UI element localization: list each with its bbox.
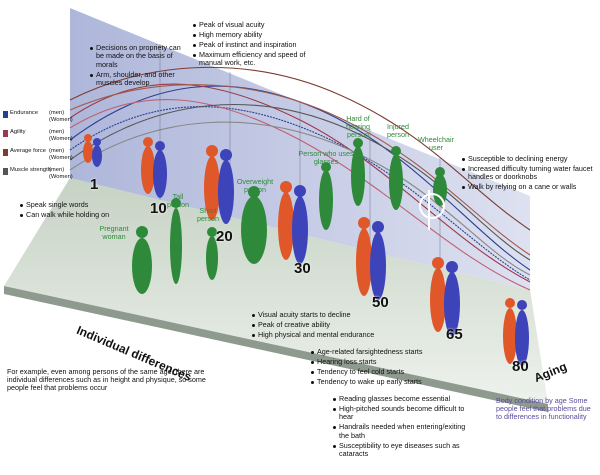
legend-men: (men) [49, 129, 65, 135]
note-item: High memory ability [193, 30, 313, 39]
legend-item-average-force: Average force (men)(Women) [3, 148, 75, 168]
figure-overweight-person [241, 196, 267, 264]
legend-men: (men) [49, 110, 65, 116]
floor-edge [4, 286, 548, 412]
people-figures [83, 134, 529, 366]
label-pregnant-woman: Pregnant woman [99, 224, 129, 241]
legend-men: (men) [49, 148, 65, 154]
figure-short-person [206, 236, 218, 280]
label-injured-person: Injured person [387, 122, 409, 139]
figure-age10 [141, 137, 167, 198]
note-item: Visual acuity starts to decline [252, 310, 382, 319]
footnote: For example, even among persons of the s… [7, 367, 206, 393]
note-item: Handrails needed when entering/exiting t… [333, 423, 473, 440]
note-item: Reading glasses become essential [333, 394, 473, 403]
figure-age65 [430, 257, 460, 336]
figure-pregnant-woman [132, 238, 152, 294]
legend-women: (Women) [49, 174, 73, 180]
note-item: Peak of visual acuity [193, 20, 313, 29]
note-item: High-pitched sounds become difficult to … [333, 404, 473, 422]
note-item: Arm, shoulder, and other muscles develop [90, 70, 188, 88]
legend-women: (Women) [49, 155, 73, 161]
figure-glasses-person [319, 170, 333, 230]
legend-swatch [3, 149, 8, 156]
note-item: Tendency to wake up early starts [311, 377, 441, 386]
legend-label: Average force [10, 148, 46, 154]
legend-label: Muscle strength [10, 167, 51, 173]
legend: Endurance (men)(Women) Agility (men)(Wom… [3, 110, 75, 180]
legend-swatch [3, 130, 8, 137]
age-label-50: 50 [372, 294, 389, 311]
age-label-20: 20 [216, 228, 233, 245]
legend-sex: (men)(Women) [49, 167, 73, 181]
note-item: Increased difficulty turning water fauce… [462, 164, 596, 182]
label-glasses-person: Person who uses glasses [298, 149, 354, 166]
notes-age10: Decisions on propriety can be made on th… [90, 43, 188, 89]
individual-difference-figures [132, 138, 447, 294]
age-label-80: 80 [512, 358, 529, 375]
label-overweight-person: Overweight person [236, 177, 274, 194]
body-condition-note: Body condition by age Some people feel t… [496, 396, 591, 422]
notes-age65: Reading glasses become essential High-pi… [333, 394, 473, 460]
note-item: Walk by relying on a cane or walls [462, 182, 596, 191]
legend-label: Agility [10, 129, 26, 135]
note-item: Decisions on propriety can be made on th… [90, 43, 188, 69]
note-item: Susceptibility to eye diseases such as c… [333, 441, 473, 459]
wheelchair-icon [419, 193, 445, 219]
label-hearing-person: Hard of hearing person [346, 114, 370, 139]
figure-age20 [204, 145, 234, 224]
legend-sex: (men)(Women) [49, 110, 73, 124]
figure-wheelchair-user [433, 174, 447, 206]
note-item: Peak of creative ability [252, 320, 382, 329]
note-item: Hearing loss starts [311, 357, 441, 366]
notes-age50: Age-related farsightedness starts Hearin… [311, 347, 441, 388]
note-item: Tendency to feel cold starts [311, 367, 441, 376]
notes-age20: Peak of visual acuity High memory abilit… [193, 20, 313, 69]
legend-women: (Women) [49, 117, 73, 123]
label-wheelchair-user: Wheelchair user [418, 135, 454, 152]
note-item: Speak single words [20, 200, 130, 209]
age-label-10: 10 [150, 200, 167, 217]
legend-men: (men) [49, 167, 65, 173]
notes-age1: Speak single words Can walk while holdin… [20, 200, 130, 221]
legend-item-endurance: Endurance (men)(Women) [3, 110, 75, 130]
label-short-person: Short person [197, 206, 219, 223]
figure-age30 [278, 181, 308, 264]
legend-label: Endurance [10, 110, 39, 116]
legend-sex: (men)(Women) [49, 129, 73, 143]
cane-icon [428, 190, 430, 230]
note-item: Peak of instinct and inspiration [193, 40, 313, 49]
note-item: Susceptible to declining energy [462, 154, 596, 163]
legend-item-muscle-strength: Muscle strength (men)(Women) [3, 167, 75, 187]
note-item: Can walk while holding on [20, 210, 130, 219]
figure-age1 [83, 134, 102, 167]
notes-age80: Susceptible to declining energy Increase… [462, 154, 596, 193]
note-item: Age-related farsightedness starts [311, 347, 441, 356]
age-label-30: 30 [294, 260, 311, 277]
label-tall-person: Tall person [167, 192, 189, 209]
age-label-65: 65 [446, 326, 463, 343]
note-item: Maximum efficiency and speed of manual w… [193, 50, 313, 68]
age-label-1: 1 [90, 176, 99, 193]
legend-item-agility: Agility (men)(Women) [3, 129, 75, 149]
note-item: High physical and mental endurance [252, 330, 382, 339]
legend-swatch [3, 111, 8, 118]
notes-age30: Visual acuity starts to decline Peak of … [252, 310, 382, 341]
figure-injured-person [389, 154, 403, 210]
legend-sex: (men)(Women) [49, 148, 73, 162]
legend-swatch [3, 168, 8, 175]
figure-age50 [356, 217, 386, 300]
figure-hearing-person [351, 146, 365, 206]
figure-age80 [503, 298, 529, 366]
legend-women: (Women) [49, 136, 73, 142]
figure-tall-person [170, 208, 182, 284]
